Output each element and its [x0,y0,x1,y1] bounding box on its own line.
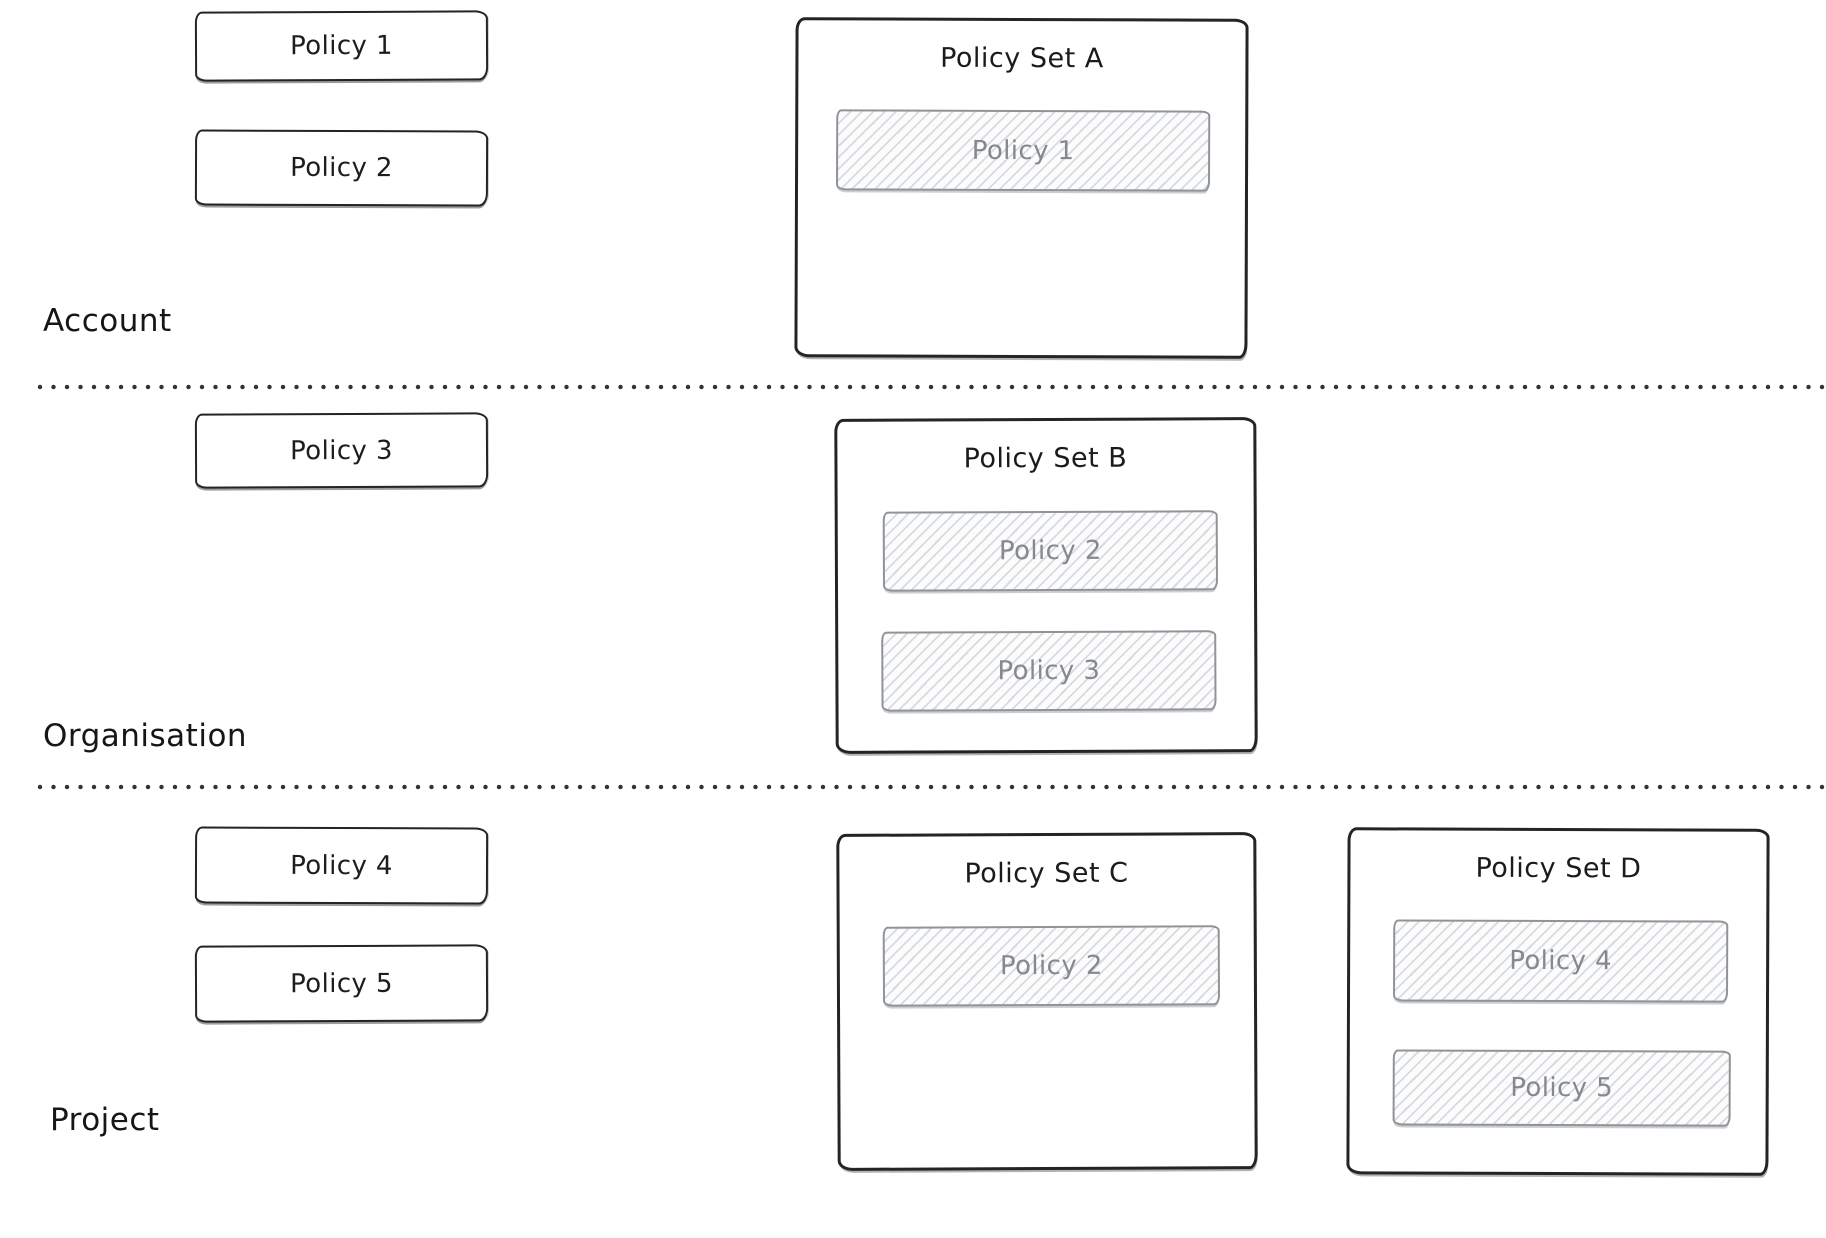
attached-policy-4-in-set-d: Policy 4 [1392,919,1729,1003]
policy-set-d-title: Policy Set D [1475,852,1642,885]
organisation-project-divider [37,784,1826,790]
section-label-organisation: Organisation [43,718,248,754]
attached-policy-5-in-set-d: Policy 5 [1392,1049,1731,1127]
attached-policy-label: Policy 4 [1509,945,1613,977]
account-organisation-divider [37,384,1826,390]
policy-set-c: Policy Set C Policy 2 [836,832,1258,1171]
policy-set-a: Policy Set A Policy 1 [794,17,1249,359]
attached-policy-2-in-set-b: Policy 2 [882,510,1219,592]
policy-box-label: Policy 3 [290,435,393,466]
policy-set-b-title: Policy Set B [963,442,1128,475]
policy-box-label: Policy 4 [290,850,393,881]
attached-policy-2-in-set-c: Policy 2 [882,925,1221,1007]
policy-box-label: Policy 5 [290,968,393,999]
attached-policy-3-in-set-b: Policy 3 [881,630,1217,712]
policy-set-c-title: Policy Set C [964,857,1129,890]
attached-policy-label: Policy 2 [998,535,1102,567]
policy-box-policy-3: Policy 3 [194,412,489,489]
policy-box-policy-5: Policy 5 [194,944,489,1023]
policy-box-policy-2: Policy 2 [194,129,489,207]
policy-set-b: Policy Set B Policy 2 Policy 3 [834,417,1258,754]
section-label-account: Account [43,303,172,339]
attached-policy-label: Policy 5 [1510,1072,1614,1104]
policy-box-policy-4: Policy 4 [194,826,489,905]
policy-set-a-title: Policy Set A [940,42,1104,75]
attached-policy-label: Policy 3 [997,655,1101,687]
policy-box-label: Policy 1 [290,30,393,62]
attached-policy-label: Policy 2 [999,950,1103,982]
policy-set-d: Policy Set D Policy 4 Policy 5 [1346,827,1770,1176]
attached-policy-1-in-set-a: Policy 1 [835,109,1211,192]
policy-box-policy-1: Policy 1 [194,10,489,82]
policy-box-label: Policy 2 [290,152,393,184]
section-label-project: Project [50,1102,160,1138]
attached-policy-label: Policy 1 [971,135,1075,166]
